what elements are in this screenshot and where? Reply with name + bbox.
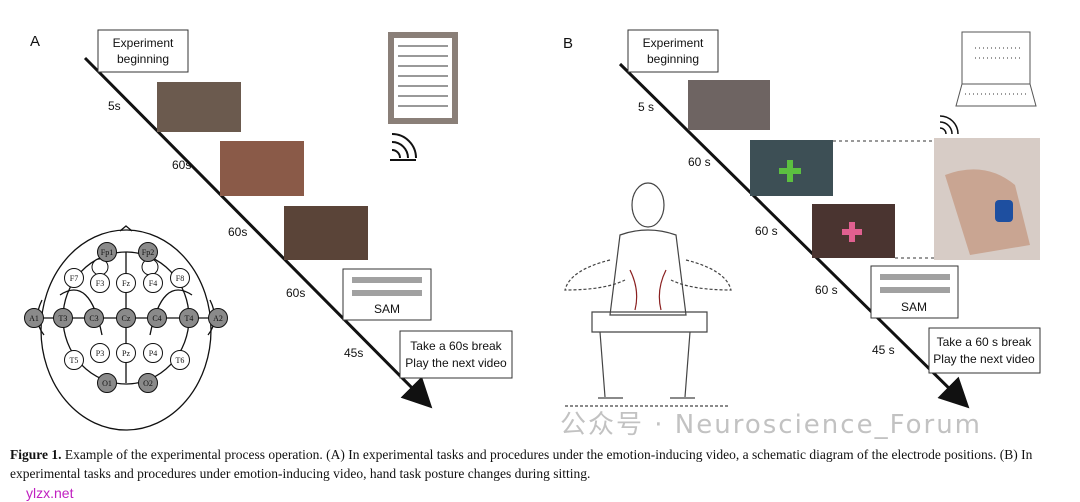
electrode-label: P3 xyxy=(96,349,104,358)
timeline-arrow xyxy=(83,56,433,409)
video-still-1 xyxy=(688,80,770,130)
electrode-c3 xyxy=(84,308,104,328)
panel-b-letter: B xyxy=(563,35,573,52)
step-label: 45s xyxy=(344,346,363,360)
start-box xyxy=(627,29,719,73)
electrode-label: A1 xyxy=(29,314,39,323)
step-label: 60s xyxy=(286,286,305,300)
electrode-label: C3 xyxy=(89,314,98,323)
electrode-label: T4 xyxy=(185,314,194,323)
sam-label: SAM xyxy=(901,300,927,314)
monitor-icon xyxy=(388,32,458,124)
step-label: 5s xyxy=(108,99,121,113)
electrode-label: Cz xyxy=(122,314,131,323)
electrode-p4 xyxy=(143,343,163,363)
electrode-f3 xyxy=(90,273,110,293)
figure-caption: Figure 1. Example of the experimental pr… xyxy=(10,445,1075,483)
electrode-label: C4 xyxy=(152,314,161,323)
step-label: 60 s xyxy=(815,283,838,297)
electrode-cz xyxy=(116,308,136,328)
electrode-label: T3 xyxy=(59,314,68,323)
electrode-label: A2 xyxy=(213,314,223,323)
fixation-cross xyxy=(842,222,862,242)
electrode-f8 xyxy=(170,268,190,288)
break-box xyxy=(399,330,513,379)
electrode-t5 xyxy=(64,350,84,370)
electrode-t4 xyxy=(179,308,199,328)
electrode-t3 xyxy=(53,308,73,328)
electrode-label: Pz xyxy=(122,349,130,358)
electrode-label: T5 xyxy=(70,356,79,365)
electrode-p3 xyxy=(90,343,110,363)
electrode-fp1 xyxy=(97,242,117,262)
electrode-label: P4 xyxy=(149,349,157,358)
panel-a: A Experiment beginning 5s 60s 60s 60s 45… xyxy=(24,29,513,431)
step-label: 45 s xyxy=(872,343,895,357)
break-box xyxy=(928,327,1041,374)
video-still-2 xyxy=(220,141,304,196)
watermark-account: 公众号 · Neuroscience_Forum xyxy=(560,410,983,440)
electrode-label: Fz xyxy=(122,279,130,288)
video-still-1 xyxy=(157,82,241,132)
timeline-arrow xyxy=(618,62,970,409)
step-label: 60s xyxy=(172,158,191,172)
start-box-line1: Experiment xyxy=(113,36,174,50)
fixation-cross xyxy=(779,160,801,182)
electrode-a2 xyxy=(208,308,228,328)
sam-manikins xyxy=(352,277,422,296)
break-box-line1: Take a 60s break xyxy=(410,339,502,353)
panel-b: B Experiment beginning 5 s 60 s 60 s 60 … xyxy=(563,29,1041,409)
start-box-line2: beginning xyxy=(117,52,169,66)
electrode-label: F7 xyxy=(70,274,78,283)
electrode-label: O2 xyxy=(143,379,153,388)
step-label: 5 s xyxy=(638,100,654,114)
start-box xyxy=(97,29,189,73)
electrode-c4 xyxy=(147,308,167,328)
sam-label: SAM xyxy=(374,302,400,316)
electrode-fz xyxy=(116,273,136,293)
caption-text: Example of the experimental process oper… xyxy=(10,447,1033,481)
hand-sensor-photo xyxy=(934,138,1040,260)
watermark-site: ylzx.net xyxy=(26,485,74,501)
wifi-icon xyxy=(939,115,959,135)
step-label: 60 s xyxy=(755,224,778,238)
electrode-label: O1 xyxy=(102,379,112,388)
step-label: 60s xyxy=(228,225,247,239)
seated-person-illustration xyxy=(564,182,732,407)
electrode-label: T6 xyxy=(176,356,185,365)
break-box-line1: Take a 60 s break xyxy=(937,335,1033,349)
panel-a-letter: A xyxy=(30,33,40,50)
electrode-label: F8 xyxy=(176,274,184,283)
break-box-line2: Play the next video xyxy=(405,356,507,370)
start-box-line2: beginning xyxy=(647,52,699,66)
electrode-o1 xyxy=(97,373,117,393)
electrode-label: F4 xyxy=(149,279,157,288)
electrode-label: Fp1 xyxy=(101,248,113,257)
caption-label: Figure 1. xyxy=(10,447,62,462)
electrode-f7 xyxy=(64,268,84,288)
electrode-label: Fp2 xyxy=(142,248,154,257)
electrode-label: F3 xyxy=(96,279,104,288)
wifi-icon xyxy=(390,133,417,161)
electrode-o2 xyxy=(138,373,158,393)
electrode-f4 xyxy=(143,273,163,293)
electrode-pz xyxy=(116,343,136,363)
video-still-3 xyxy=(284,206,368,260)
electrode-fp2 xyxy=(138,242,158,262)
laptop-icon xyxy=(955,31,1037,107)
electrode-a1 xyxy=(24,308,44,328)
break-box-line2: Play the next video xyxy=(933,352,1035,366)
step-label: 60 s xyxy=(688,155,711,169)
start-box-line1: Experiment xyxy=(643,36,704,50)
electrode-t6 xyxy=(170,350,190,370)
